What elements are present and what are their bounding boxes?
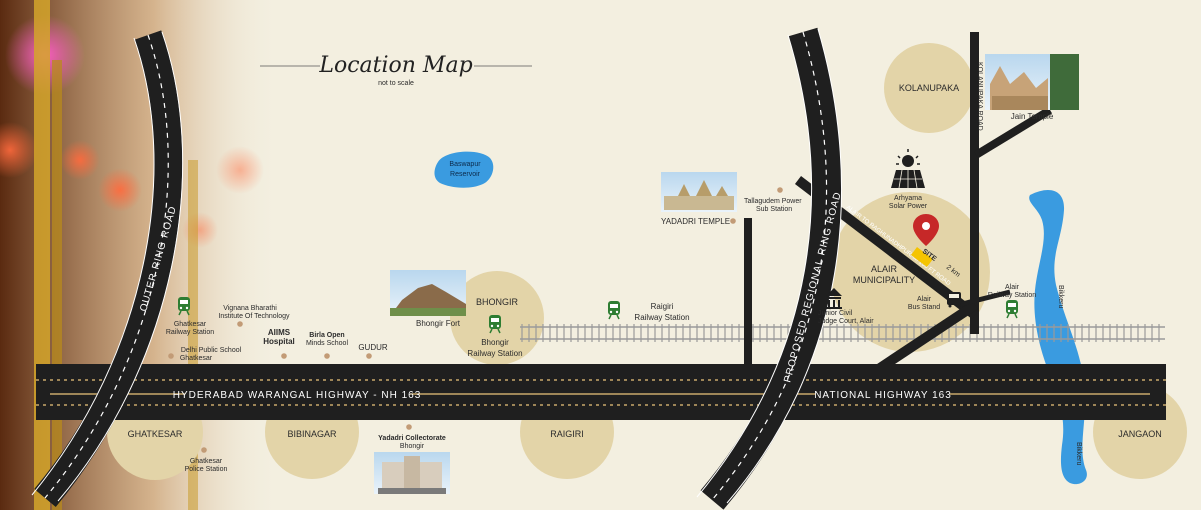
collectorate-label-2: Bhongir <box>400 443 425 450</box>
bus-icon <box>947 292 961 308</box>
solar-label-2: Solar Power <box>889 203 928 210</box>
train-icon <box>608 301 620 320</box>
aiims-label-1: AIIMS <box>268 328 291 337</box>
railway-line <box>520 324 1165 342</box>
police-marker <box>201 447 207 453</box>
area-label-bibinagar: BIBINAGAR <box>287 429 337 439</box>
tallagudem-marker <box>777 187 783 193</box>
alair-station-label-2: Railway Station <box>988 292 1036 299</box>
collectorate-photo <box>374 452 450 494</box>
highway-left-label: HYDERABAD WARANGAL HIGHWAY - NH 163 <box>173 390 422 401</box>
alair-station-label-1: Alair <box>1005 284 1020 291</box>
highway-right-label: NATIONAL HIGHWAY 163 <box>814 390 952 401</box>
page-title: Location Map <box>318 53 472 78</box>
page-subtitle: not to scale <box>378 80 414 87</box>
map-title: Location Map not to scale <box>260 53 532 87</box>
yadadri-temple-marker <box>730 218 736 224</box>
decorative-photo-panel <box>0 0 280 510</box>
area-label-bhongir: BHONGIR <box>476 297 519 307</box>
bhongir-fort-photo <box>390 270 466 316</box>
area-kolanupaka <box>884 43 974 133</box>
solar-label-1: Arhyama <box>894 195 922 202</box>
ghatkesar-station-label-1: Ghatkesar <box>174 321 207 328</box>
area-label-kolanupaka: KOLANUPAKA <box>899 83 959 93</box>
jain-temple-photo <box>985 54 1079 110</box>
bikkeru-label-2: Bikkeru <box>1075 442 1082 465</box>
gudur-marker <box>366 353 372 359</box>
jain-temple-label: Jain Temple <box>1011 112 1054 121</box>
dps-marker <box>168 353 174 359</box>
location-pin-icon <box>913 214 939 246</box>
bus-stand-label-2: Bus Stand <box>908 304 940 311</box>
court-label-1: Junior Civil <box>818 310 853 317</box>
collectorate-marker <box>406 424 412 430</box>
area-label-alair-municipality: MUNICIPALITY <box>853 275 915 285</box>
bikkeru-river <box>1029 190 1087 485</box>
birla-label-1: Birla Open <box>309 332 344 339</box>
birla-label-2: Minds School <box>306 340 348 347</box>
area-label-raigiri: RAIGIRI <box>550 429 584 439</box>
kolanupaka-road-label: KOLANUPAKA ROAD <box>976 62 983 131</box>
area-label-jangaon: JANGAON <box>1118 429 1162 439</box>
vignana-label-2: Institute Of Technology <box>218 313 290 320</box>
area-label-alair: ALAIR <box>871 264 898 274</box>
gudur-label: GUDUR <box>358 343 388 352</box>
solar-panel-icon <box>891 149 925 189</box>
baswapur-reservoir <box>434 151 494 188</box>
train-icon <box>178 297 190 316</box>
bhongir-fort-label: Bhongir Fort <box>416 319 461 328</box>
ghatkesar-station-label-2: Railway Station <box>166 329 214 336</box>
tallagudem-label-2: Sub Station <box>756 206 792 213</box>
aiims-marker <box>281 353 287 359</box>
area-label-ghatkesar: GHATKESAR <box>128 429 183 439</box>
collectorate-label-1: Yadadri Collectorate <box>378 435 446 442</box>
bikkeru-label-1: Bikkeru <box>1057 285 1064 308</box>
bhongir-station-label-1: Bhongir <box>481 338 509 347</box>
national-highway <box>36 364 1166 420</box>
raigiri-station-label-2: Railway Station <box>634 313 689 322</box>
train-icon <box>489 315 501 334</box>
yadadri-temple-photo <box>661 172 737 212</box>
regional-ring-road <box>696 27 842 510</box>
court-icon <box>826 288 842 309</box>
bhongir-station-label-2: Railway Station <box>467 349 522 358</box>
reservoir-label-1: Baswapur <box>449 161 481 168</box>
court-label-2: Judge Court, Alair <box>818 318 874 325</box>
police-label-2: Police Station <box>185 466 228 473</box>
dps-label-2: Ghatkesar <box>180 355 213 362</box>
birla-marker <box>324 353 330 359</box>
bus-stand-label-1: Alair <box>917 296 932 303</box>
reservoir-label-2: Reservoir <box>450 171 481 178</box>
raigiri-station-label-1: Raigiri <box>651 302 674 311</box>
vignana-label-1: Vignana Bharathi <box>223 305 277 312</box>
yadadri-temple-label: YADADRI TEMPLE <box>661 217 730 226</box>
vignana-marker <box>237 321 243 327</box>
outer-ring-road <box>31 30 184 507</box>
aiims-label-2: Hospital <box>263 337 295 346</box>
train-icon <box>1006 300 1018 319</box>
police-label-1: Ghatkesar <box>190 458 223 465</box>
dps-label-1: Delhi Public School <box>181 347 242 354</box>
tallagudem-label-1: Tallagudem Power <box>744 198 802 205</box>
